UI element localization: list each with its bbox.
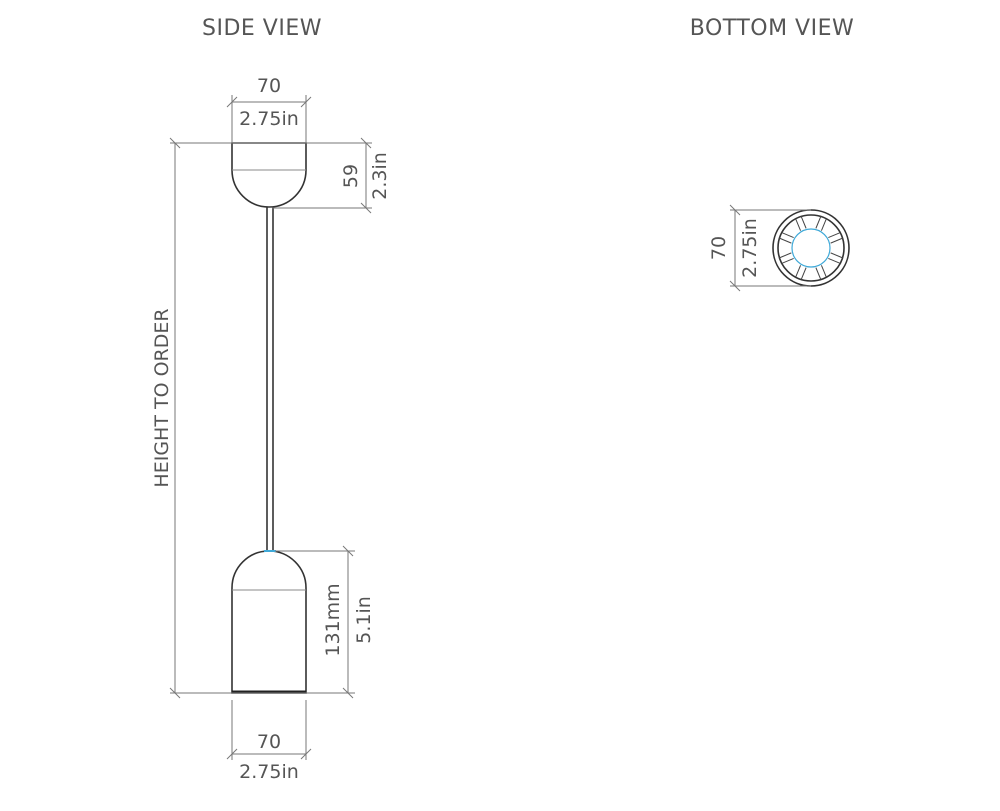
shade-height-in: 5.1in [353,596,375,644]
side-view-title: SIDE VIEW [202,16,322,41]
fin-edge [781,232,794,239]
fin-edge [800,267,807,280]
shade-width-mm: 70 [257,731,281,753]
bottom-diameter-dimension: 70 2.75in [708,204,811,292]
bottom-view-title: BOTTOM VIEW [690,16,855,41]
fin-edge [815,216,822,229]
outer-ring [772,209,850,287]
fin-edge [820,218,827,231]
lens-circle [791,228,831,268]
shade [231,550,307,694]
canopy-width-mm: 70 [257,75,281,97]
canopy-height-mm: 59 [340,164,362,188]
bottom-diameter-mm: 70 [708,236,730,260]
canopy-height-in: 2.3in [369,152,391,200]
height-to-order-label: HEIGHT TO ORDER [151,308,173,487]
canopy-width-dimension: 70 2.75in [226,75,312,143]
fin-edge [830,252,843,259]
fin-edge [820,265,827,278]
bottom-diameter-in: 2.75in [739,218,761,278]
fin-edge [795,218,802,231]
fin-edge [779,237,792,244]
overall-height-dimension: HEIGHT TO ORDER [151,137,372,699]
fin-edge [815,267,822,280]
fin-edge [800,216,807,229]
inner-ring [777,214,845,282]
canopy-height-dimension: 59 2.3in [272,137,391,214]
fins [779,216,843,280]
side-view: 70 2.75in HEIGHT TO ORDER 59 2.3in [151,75,391,783]
fin-edge [828,232,841,239]
fin-edge [781,257,794,264]
fin-edge [830,237,843,244]
canopy [231,142,307,208]
bottom-view: 70 2.75in [708,204,850,292]
fin-edge [795,265,802,278]
canopy-width-in: 2.75in [239,108,299,130]
shade-height-dimension: 131mm 5.1in [275,545,375,699]
shade-height-mm: 131mm [322,583,344,656]
fin-edge [779,252,792,259]
shade-width-dimension: 70 2.75in [226,700,312,783]
fin-edge [828,257,841,264]
shade-width-in: 2.75in [239,761,299,783]
